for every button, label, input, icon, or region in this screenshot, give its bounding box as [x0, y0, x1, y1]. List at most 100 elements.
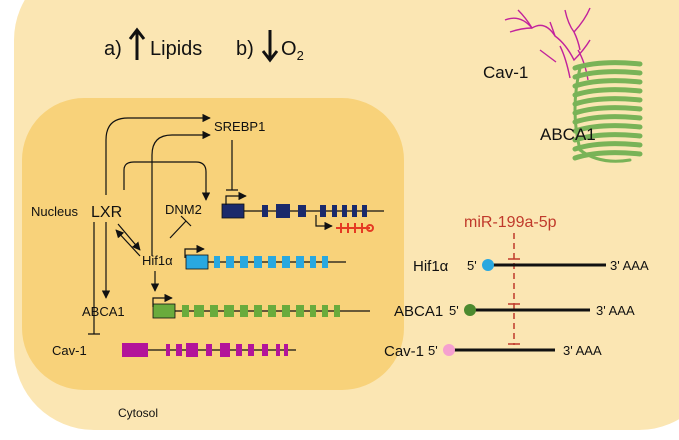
cav1-membrane-label: Cav-1 — [483, 63, 528, 82]
cav1-gene — [122, 343, 296, 357]
srebp1-gene-exon — [342, 205, 347, 217]
abca1-membrane-label: ABCA1 — [540, 125, 596, 144]
cav1-gene-exon — [236, 344, 242, 356]
hif1a-gene-exon — [322, 256, 328, 268]
abca1-helix — [572, 87, 643, 98]
cav1-gene-exon — [122, 343, 148, 357]
hif1a-gene-exon — [296, 256, 304, 268]
mrna-cap-icon — [443, 344, 455, 356]
srebp1-gene-exon — [221, 203, 245, 219]
hif1a-gene-exon — [282, 256, 290, 268]
srebp1-gene-exon — [320, 205, 326, 217]
abca1-gene-exon — [194, 305, 204, 317]
lxr-label: LXR — [91, 204, 122, 221]
condition-b-label: b) — [236, 38, 254, 60]
abca1-nucleus-label: ABCA1 — [82, 304, 125, 319]
mrna-five-prime: 5' — [467, 258, 477, 273]
cav1-protein-icon — [504, 7, 591, 81]
abca1-helix — [572, 105, 643, 116]
hif1a-gene-exon — [240, 256, 248, 268]
hif1a-gene-exon — [268, 256, 276, 268]
srebp1-gene-exon — [352, 205, 357, 217]
abca1-gene-exon — [322, 305, 328, 317]
down-arrow-icon — [261, 30, 279, 63]
lxr-inhibits-cav1 — [88, 222, 100, 335]
hif1a-gene — [185, 254, 346, 270]
abca1-gene-exon — [152, 303, 176, 319]
cav1-gene-exon — [166, 344, 170, 356]
srebp1-gene-exon — [262, 205, 268, 217]
hif1a-gene-exon — [226, 256, 234, 268]
hif1a-gene-exon — [254, 256, 262, 268]
abca1-gene-exon — [296, 305, 304, 317]
mrna-cap-icon — [464, 304, 476, 316]
hif1a-to-srebp1-arrow — [151, 130, 211, 256]
lxr-hif1a-arrow-b — [115, 229, 141, 257]
srebp1-gene-exon — [276, 204, 290, 218]
abca1-helix — [572, 123, 643, 134]
srebp1-product-icon — [336, 223, 374, 233]
srebp1-gene-exon — [362, 205, 367, 217]
mrna-three-prime: 3' AAA — [596, 303, 635, 318]
up-arrow-icon — [128, 27, 146, 60]
abca1-helix — [572, 114, 643, 125]
cav1-nucleus-label: Cav-1 — [52, 343, 87, 358]
cav1-gene-exon — [176, 344, 182, 356]
cav1-gene-exon — [186, 343, 198, 357]
cav1-gene-exon — [220, 343, 230, 357]
cav1-gene-exon — [262, 344, 268, 356]
condition-b-text: O2 — [281, 38, 304, 63]
hif1a-gene-exon — [185, 254, 209, 270]
mrna-name: Cav-1 — [384, 343, 424, 360]
abca1-gene-exon — [210, 305, 218, 317]
condition-a-text: Lipids — [150, 38, 202, 60]
abca1-helix — [572, 78, 643, 89]
abca1-promoter-icon — [152, 293, 173, 307]
abca1-gene-exon — [282, 305, 290, 317]
abca1-gene-exon — [182, 305, 189, 317]
abca1-gene-exon — [268, 305, 276, 317]
srebp1-gene-exon — [298, 205, 306, 217]
abca1-gene-exon — [224, 305, 234, 317]
mrna-three-prime: 3' AAA — [563, 343, 602, 358]
abca1-protein-icon — [572, 60, 643, 163]
hif1a-promoter-icon — [184, 244, 205, 258]
abca1-helix — [572, 96, 643, 107]
srebp1-inhibits-gene — [226, 140, 238, 191]
srebp1-promoter-icon — [225, 191, 247, 205]
promoter-arrows — [152, 191, 333, 307]
srebp1-gene-exon — [332, 205, 337, 217]
mrna-five-prime: 5' — [449, 303, 459, 318]
dnm2-label: DNM2 — [165, 202, 202, 217]
srebp1-gene — [221, 203, 384, 219]
hif1a-gene-exon — [310, 256, 316, 268]
abca1-gene — [152, 303, 370, 319]
hif1a-label: Hif1α — [142, 253, 173, 268]
abca1-gene-exon — [334, 305, 340, 317]
nucleus-compartment — [22, 98, 404, 390]
product-arrow-icon — [315, 215, 333, 231]
condition-a-label: a) — [104, 38, 122, 60]
mrna-cap-icon — [482, 259, 494, 271]
cytosol-label: Cytosol — [118, 406, 158, 420]
lxr-to-srebp1-arrow — [105, 113, 211, 195]
lxr-hif1a-arrow-a — [117, 223, 141, 251]
mrna-three-prime: 3' AAA — [610, 258, 649, 273]
mrna-name: Hif1α — [413, 258, 449, 275]
regulation-arrows — [88, 113, 238, 335]
cav1-gene-exon — [248, 344, 254, 356]
cav1-gene-exon — [284, 344, 288, 356]
mrna-five-prime: 5' — [428, 343, 438, 358]
lxr-to-dnm2-arrow — [123, 161, 211, 201]
mrna-name: ABCA1 — [394, 303, 443, 320]
nucleus-label: Nucleus — [31, 204, 78, 219]
abca1-gene-exon — [254, 305, 262, 317]
srebp1-label: SREBP1 — [214, 119, 265, 134]
hif1a-gene-exon — [214, 256, 220, 268]
dnm2-inhibits-hif1a — [169, 215, 192, 239]
mrna-rows: Hif1α 5' 3' AAA ABCA1 5' 3' AAA Cav-1 5' 3' AAA — [384, 258, 649, 360]
abca1-helix — [572, 150, 643, 161]
abca1-helix — [572, 132, 643, 143]
